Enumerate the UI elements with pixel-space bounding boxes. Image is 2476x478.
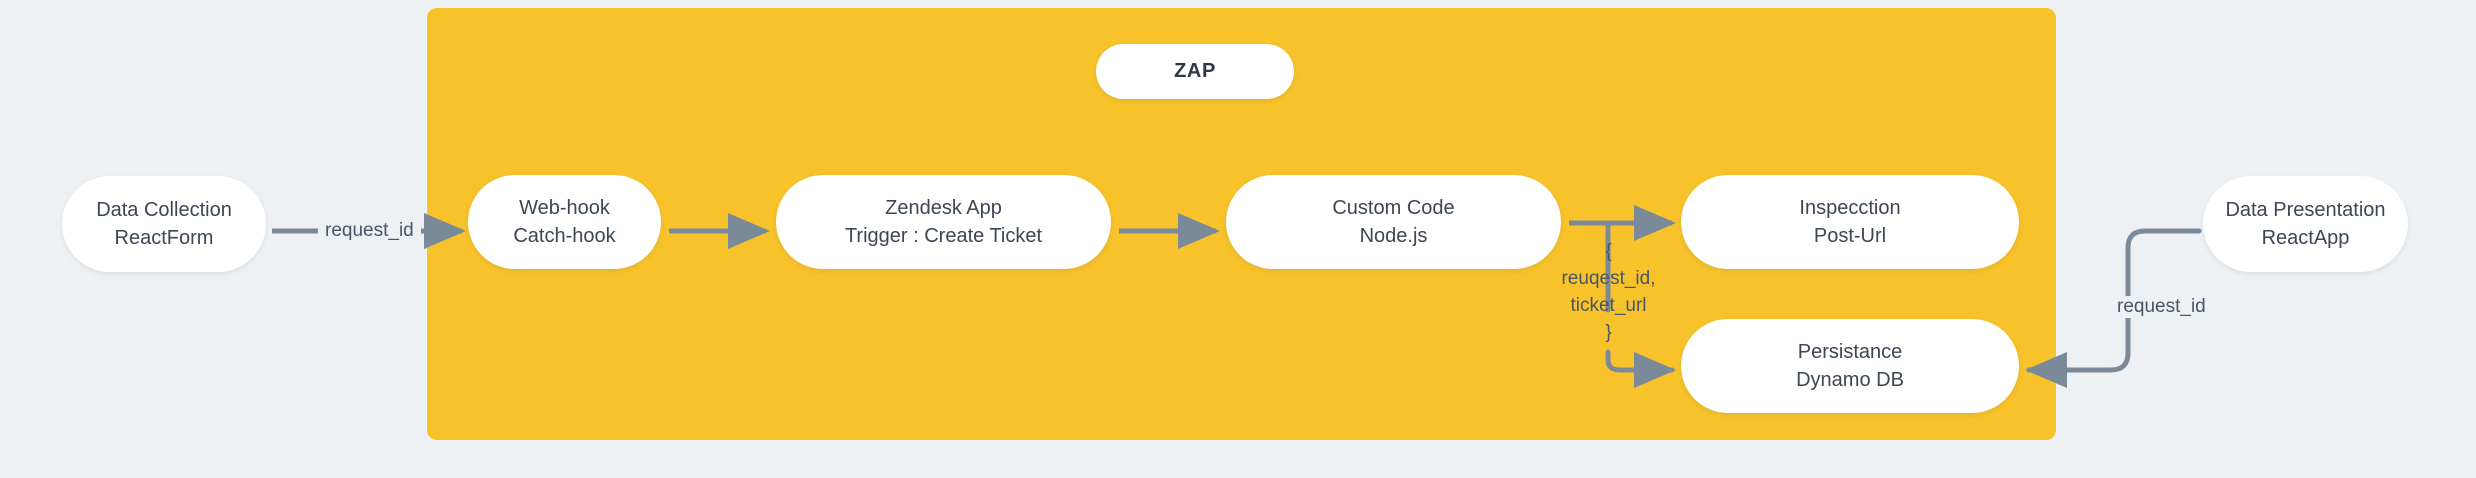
payload-field-request-id: reuqest_id, bbox=[1561, 267, 1656, 289]
node-persistance[interactable]: Persistance Dynamo DB bbox=[1681, 319, 2019, 413]
node-custom-code[interactable]: Custom Code Node.js bbox=[1226, 175, 1561, 269]
payload-close-brace: } bbox=[1605, 321, 1612, 343]
node-inspecction[interactable]: Inspecction Post-Url bbox=[1681, 175, 2019, 269]
node-custom-code-line1: Custom Code bbox=[1332, 196, 1455, 219]
edge-label-payload: { reuqest_id, ticket_url } bbox=[1541, 239, 1676, 347]
node-data-collection[interactable]: Data Collection ReactForm bbox=[62, 176, 266, 272]
payload-field-ticket-url: ticket_url bbox=[1570, 294, 1647, 316]
node-inspecction-line2: Post-Url bbox=[1813, 225, 1887, 247]
node-inspecction-line1: Inspecction bbox=[1799, 196, 1901, 219]
edge-label-request-id-input: request_id bbox=[318, 220, 421, 242]
node-webhook[interactable]: Web-hook Catch-hook bbox=[468, 175, 661, 269]
node-data-collection-line1: Data Collection bbox=[96, 198, 232, 221]
node-data-presentation[interactable]: Data Presentation ReactApp bbox=[2203, 176, 2408, 272]
node-zendesk-line1: Zendesk App bbox=[885, 196, 1002, 219]
zap-badge-label: ZAP bbox=[1174, 60, 1216, 82]
node-data-collection-line2: ReactForm bbox=[114, 227, 214, 249]
node-custom-code-line2: Node.js bbox=[1359, 225, 1428, 247]
edge-label-request-id-output: request_id bbox=[2111, 296, 2212, 318]
payload-open-brace: { bbox=[1605, 241, 1612, 262]
node-persistance-line1: Persistance bbox=[1797, 340, 1903, 363]
zap-badge[interactable]: ZAP bbox=[1096, 44, 1294, 99]
node-zendesk-app[interactable]: Zendesk App Trigger : Create Ticket bbox=[776, 175, 1111, 269]
node-persistance-line2: Dynamo DB bbox=[1796, 369, 1904, 391]
node-webhook-line2: Catch-hook bbox=[513, 225, 616, 247]
node-data-presentation-line2: ReactApp bbox=[2261, 227, 2350, 249]
node-data-presentation-line1: Data Presentation bbox=[2225, 198, 2386, 221]
node-zendesk-line2: Trigger : Create Ticket bbox=[844, 225, 1043, 247]
node-webhook-line1: Web-hook bbox=[519, 196, 610, 219]
